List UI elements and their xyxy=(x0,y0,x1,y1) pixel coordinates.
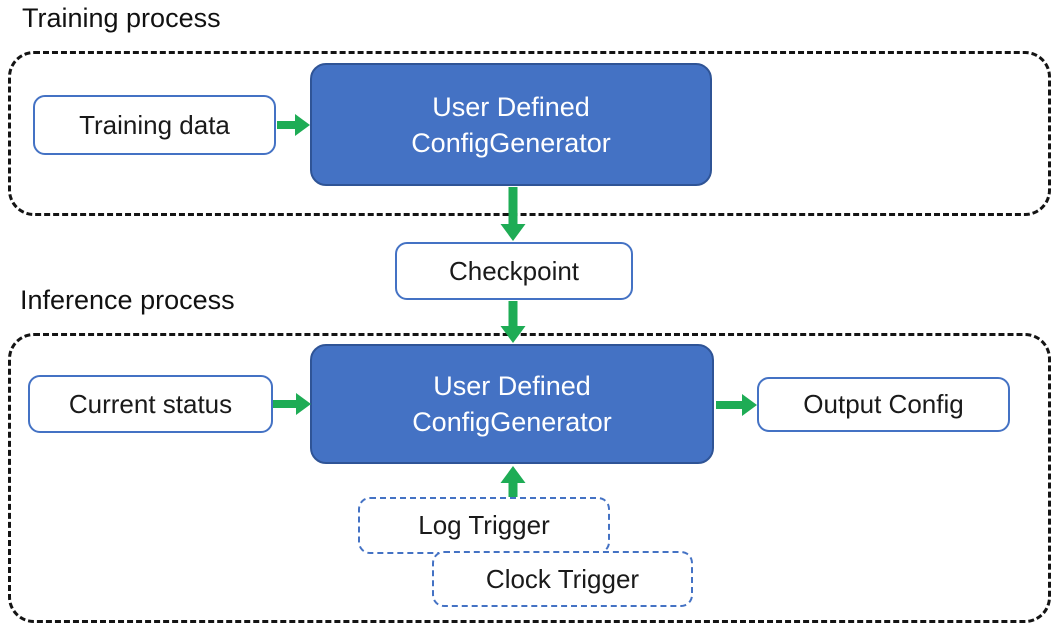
config-generator-training-line2: ConfigGenerator xyxy=(411,127,611,158)
current-status-node: Current status xyxy=(28,375,273,433)
checkpoint-node: Checkpoint xyxy=(395,242,633,300)
config-generator-node-inference: User Defined ConfigGenerator xyxy=(310,344,714,464)
training-process-label: Training process xyxy=(22,3,221,33)
arrow-right-icon xyxy=(277,114,310,136)
arrow-right-icon xyxy=(716,394,757,416)
arrow-down-icon xyxy=(500,187,526,241)
arrow-generator-to-output-config xyxy=(716,394,757,416)
arrow-training-data-to-generator xyxy=(277,114,310,136)
clock-trigger-node: Clock Trigger xyxy=(432,551,693,607)
config-generator-node-training: User Defined ConfigGenerator xyxy=(310,63,712,186)
arrow-generator-to-checkpoint xyxy=(500,187,526,241)
arrow-right-icon xyxy=(273,393,311,415)
output-config-node: Output Config xyxy=(757,377,1010,432)
inference-process-container xyxy=(8,333,1051,623)
config-generator-inference-line2: ConfigGenerator xyxy=(412,407,612,437)
arrow-up-icon xyxy=(500,466,526,497)
arrow-checkpoint-to-inference-generator xyxy=(500,301,526,343)
config-generator-training-line1: User Defined xyxy=(432,91,590,122)
arrow-triggers-to-generator xyxy=(500,466,526,497)
arrow-current-status-to-generator xyxy=(273,393,311,415)
inference-process-label: Inference process xyxy=(20,285,235,315)
config-generator-inference-line1: User Defined xyxy=(433,371,591,401)
training-data-node: Training data xyxy=(33,95,276,155)
arrow-down-icon xyxy=(500,301,526,343)
training-process-container xyxy=(8,51,1051,216)
log-trigger-node: Log Trigger xyxy=(358,497,610,554)
